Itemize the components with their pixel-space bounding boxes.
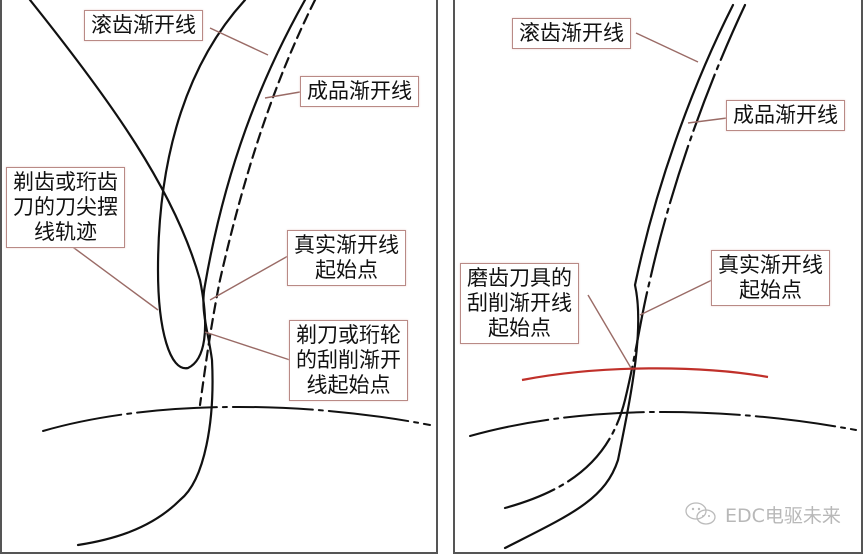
leader-hobbing-right xyxy=(635,32,699,63)
label-true-involute-start-left: 真实渐开线 起始点 xyxy=(287,230,406,286)
wechat-icon xyxy=(685,502,716,525)
hobbing-involute-curve-left xyxy=(76,0,307,547)
label-finished-involute-left: 成品渐开线 xyxy=(300,76,419,107)
tool-tip-trajectory-curve xyxy=(28,0,247,370)
label-grinding-tool-start: 磨齿刀具的 刮削渐开线 起始点 xyxy=(460,263,579,344)
leader-hobbing-left xyxy=(209,27,269,56)
base-circle-arc-right xyxy=(469,410,857,437)
grinding-circle-red-arc xyxy=(521,367,769,382)
leader-true-start-right xyxy=(639,279,713,316)
label-tool-tip-trajectory: 剃齿或珩齿 刀的刀尖摆 线轨迹 xyxy=(6,167,125,248)
watermark-text: EDC电驱未来 xyxy=(725,504,841,527)
leader-grinding-start xyxy=(587,294,632,369)
leader-true-start-left xyxy=(209,255,289,301)
watermark: EDC电驱未来 xyxy=(683,500,841,528)
label-finished-involute-right: 成品渐开线 xyxy=(726,100,845,131)
label-hobbing-involute-left: 滚齿渐开线 xyxy=(84,10,203,41)
label-true-involute-start-right: 真实渐开线 起始点 xyxy=(711,250,830,306)
leader-trajectory xyxy=(69,244,159,311)
finished-involute-curve-right xyxy=(503,3,747,510)
leader-finished-right xyxy=(687,117,728,124)
label-hobbing-involute-right: 滚齿渐开线 xyxy=(512,18,631,49)
finished-involute-curve-left xyxy=(198,0,317,407)
label-shaving-honing-start: 剃刀或珩轮 的刮削渐开 线起始点 xyxy=(289,320,408,401)
leader-finished-left xyxy=(264,91,301,99)
leader-shaving-start xyxy=(204,331,291,361)
base-circle-arc-left xyxy=(42,405,431,432)
